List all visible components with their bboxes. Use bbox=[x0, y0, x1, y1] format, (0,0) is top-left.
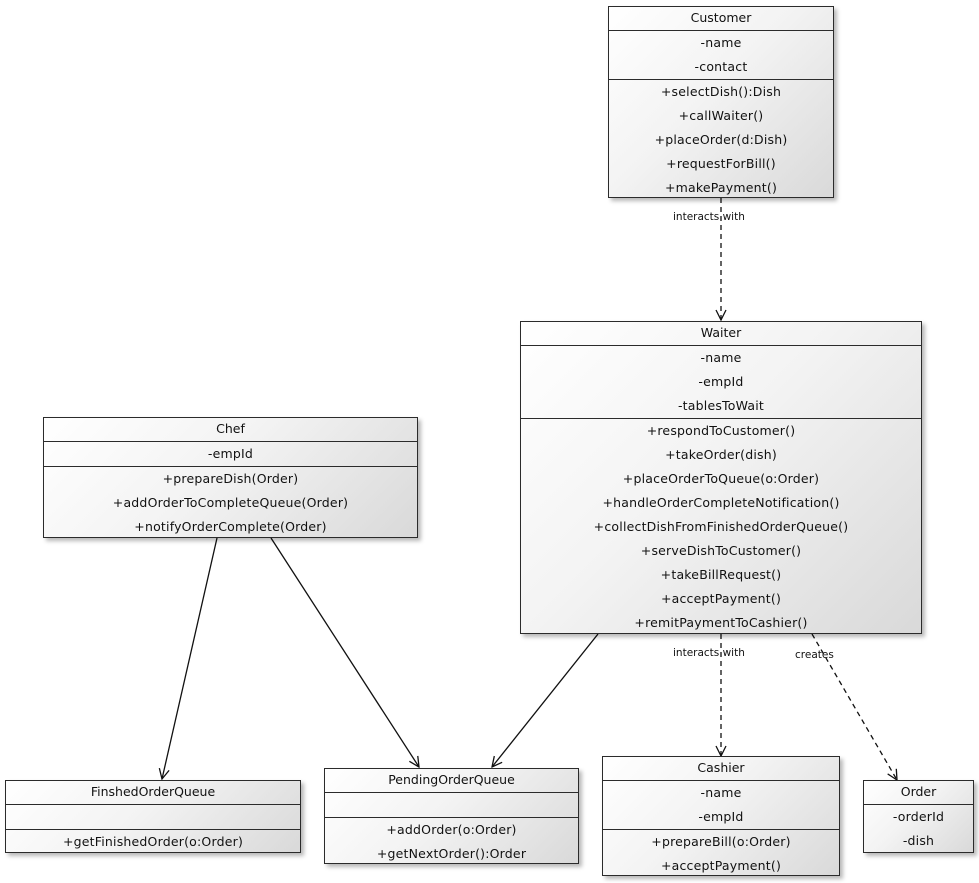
class-name: PendingOrderQueue bbox=[325, 769, 578, 793]
class-pending-order-queue[interactable]: PendingOrderQueue +addOrder(o:Order) +ge… bbox=[324, 768, 579, 864]
class-name: Customer bbox=[609, 7, 833, 31]
waiter-cashier-label: interacts with bbox=[673, 647, 745, 659]
attribute: -empId bbox=[207, 446, 254, 461]
chef-finishedqueue-association bbox=[162, 537, 218, 779]
operation: +prepareDish(Order) bbox=[162, 471, 299, 486]
waiter-pendingqueue-association bbox=[492, 633, 599, 767]
attribute: -name bbox=[700, 35, 742, 50]
operation: +selectDish():Dish bbox=[660, 84, 782, 99]
operation: +acceptPayment() bbox=[660, 591, 782, 606]
class-order[interactable]: Order -orderId -dish bbox=[863, 780, 974, 853]
class-cashier[interactable]: Cashier -name -empId +prepareBill(o:Orde… bbox=[602, 756, 840, 876]
attributes-section: -name -empId bbox=[603, 781, 839, 830]
attributes-section bbox=[325, 793, 578, 818]
attribute: -empId bbox=[698, 809, 744, 824]
operation: +placeOrderToQueue(o:Order) bbox=[622, 471, 820, 486]
operation: +takeOrder(dish) bbox=[665, 447, 777, 462]
operation: +handleOrderCompleteNotification() bbox=[602, 495, 840, 510]
operation: +makePayment() bbox=[664, 180, 778, 195]
attribute: -empId bbox=[698, 374, 744, 389]
attribute: -dish bbox=[902, 833, 935, 848]
class-name: Order bbox=[864, 781, 973, 805]
attribute: -name bbox=[700, 350, 742, 365]
customer-waiter-label: interacts with bbox=[673, 211, 745, 223]
operation: +remitPaymentToCashier() bbox=[634, 615, 808, 630]
operation: +getFinishedOrder(o:Order) bbox=[62, 834, 244, 849]
attributes-section: -empId bbox=[44, 442, 417, 467]
operation: +addOrderToCompleteQueue(Order) bbox=[112, 495, 349, 510]
class-name: Waiter bbox=[521, 322, 921, 346]
operation: +prepareBill(o:Order) bbox=[651, 834, 791, 849]
operations-section: +prepareDish(Order) +addOrderToCompleteQ… bbox=[44, 467, 417, 539]
operation: +takeBillRequest() bbox=[660, 567, 782, 582]
operation: +serveDishToCustomer() bbox=[640, 543, 802, 558]
class-chef[interactable]: Chef -empId +prepareDish(Order) +addOrde… bbox=[43, 417, 418, 538]
operation: +addOrder(o:Order) bbox=[386, 822, 517, 837]
operation: +requestForBill() bbox=[666, 156, 776, 171]
operations-section: +prepareBill(o:Order) +acceptPayment() bbox=[603, 830, 839, 878]
operation: +placeOrder(d:Dish) bbox=[654, 132, 788, 147]
operation: +callWaiter() bbox=[678, 108, 764, 123]
class-name: Cashier bbox=[603, 757, 839, 781]
operation: +getNextOrder():Order bbox=[376, 846, 527, 861]
attribute: -contact bbox=[694, 59, 748, 74]
operation: +acceptPayment() bbox=[660, 858, 782, 873]
operation: +notifyOrderComplete(Order) bbox=[134, 519, 327, 534]
class-name: FinshedOrderQueue bbox=[6, 781, 300, 805]
operations-section: +addOrder(o:Order) +getNextOrder():Order bbox=[325, 818, 578, 866]
attributes-section: -orderId -dish bbox=[864, 805, 973, 853]
operations-section: +respondToCustomer() +takeOrder(dish) +p… bbox=[521, 419, 921, 635]
attributes-section: -name -empId -tablesToWait bbox=[521, 346, 921, 419]
class-waiter[interactable]: Waiter -name -empId -tablesToWait +respo… bbox=[520, 321, 922, 634]
operation: +respondToCustomer() bbox=[646, 423, 796, 438]
attributes-section bbox=[6, 805, 300, 830]
chef-pendingqueue-association bbox=[270, 537, 419, 767]
attribute: -orderId bbox=[892, 809, 945, 824]
attribute: -name bbox=[700, 785, 742, 800]
attributes-section: -name -contact bbox=[609, 31, 833, 80]
class-finished-order-queue[interactable]: FinshedOrderQueue +getFinishedOrder(o:Or… bbox=[5, 780, 301, 853]
class-customer[interactable]: Customer -name -contact +selectDish():Di… bbox=[608, 6, 834, 198]
operations-section: +selectDish():Dish +callWaiter() +placeO… bbox=[609, 80, 833, 200]
class-name: Chef bbox=[44, 418, 417, 442]
attribute: -tablesToWait bbox=[677, 398, 765, 413]
operation: +collectDishFromFinishedOrderQueue() bbox=[593, 519, 849, 534]
operations-section: +getFinishedOrder(o:Order) bbox=[6, 830, 300, 854]
waiter-order-label: creates bbox=[795, 649, 834, 661]
